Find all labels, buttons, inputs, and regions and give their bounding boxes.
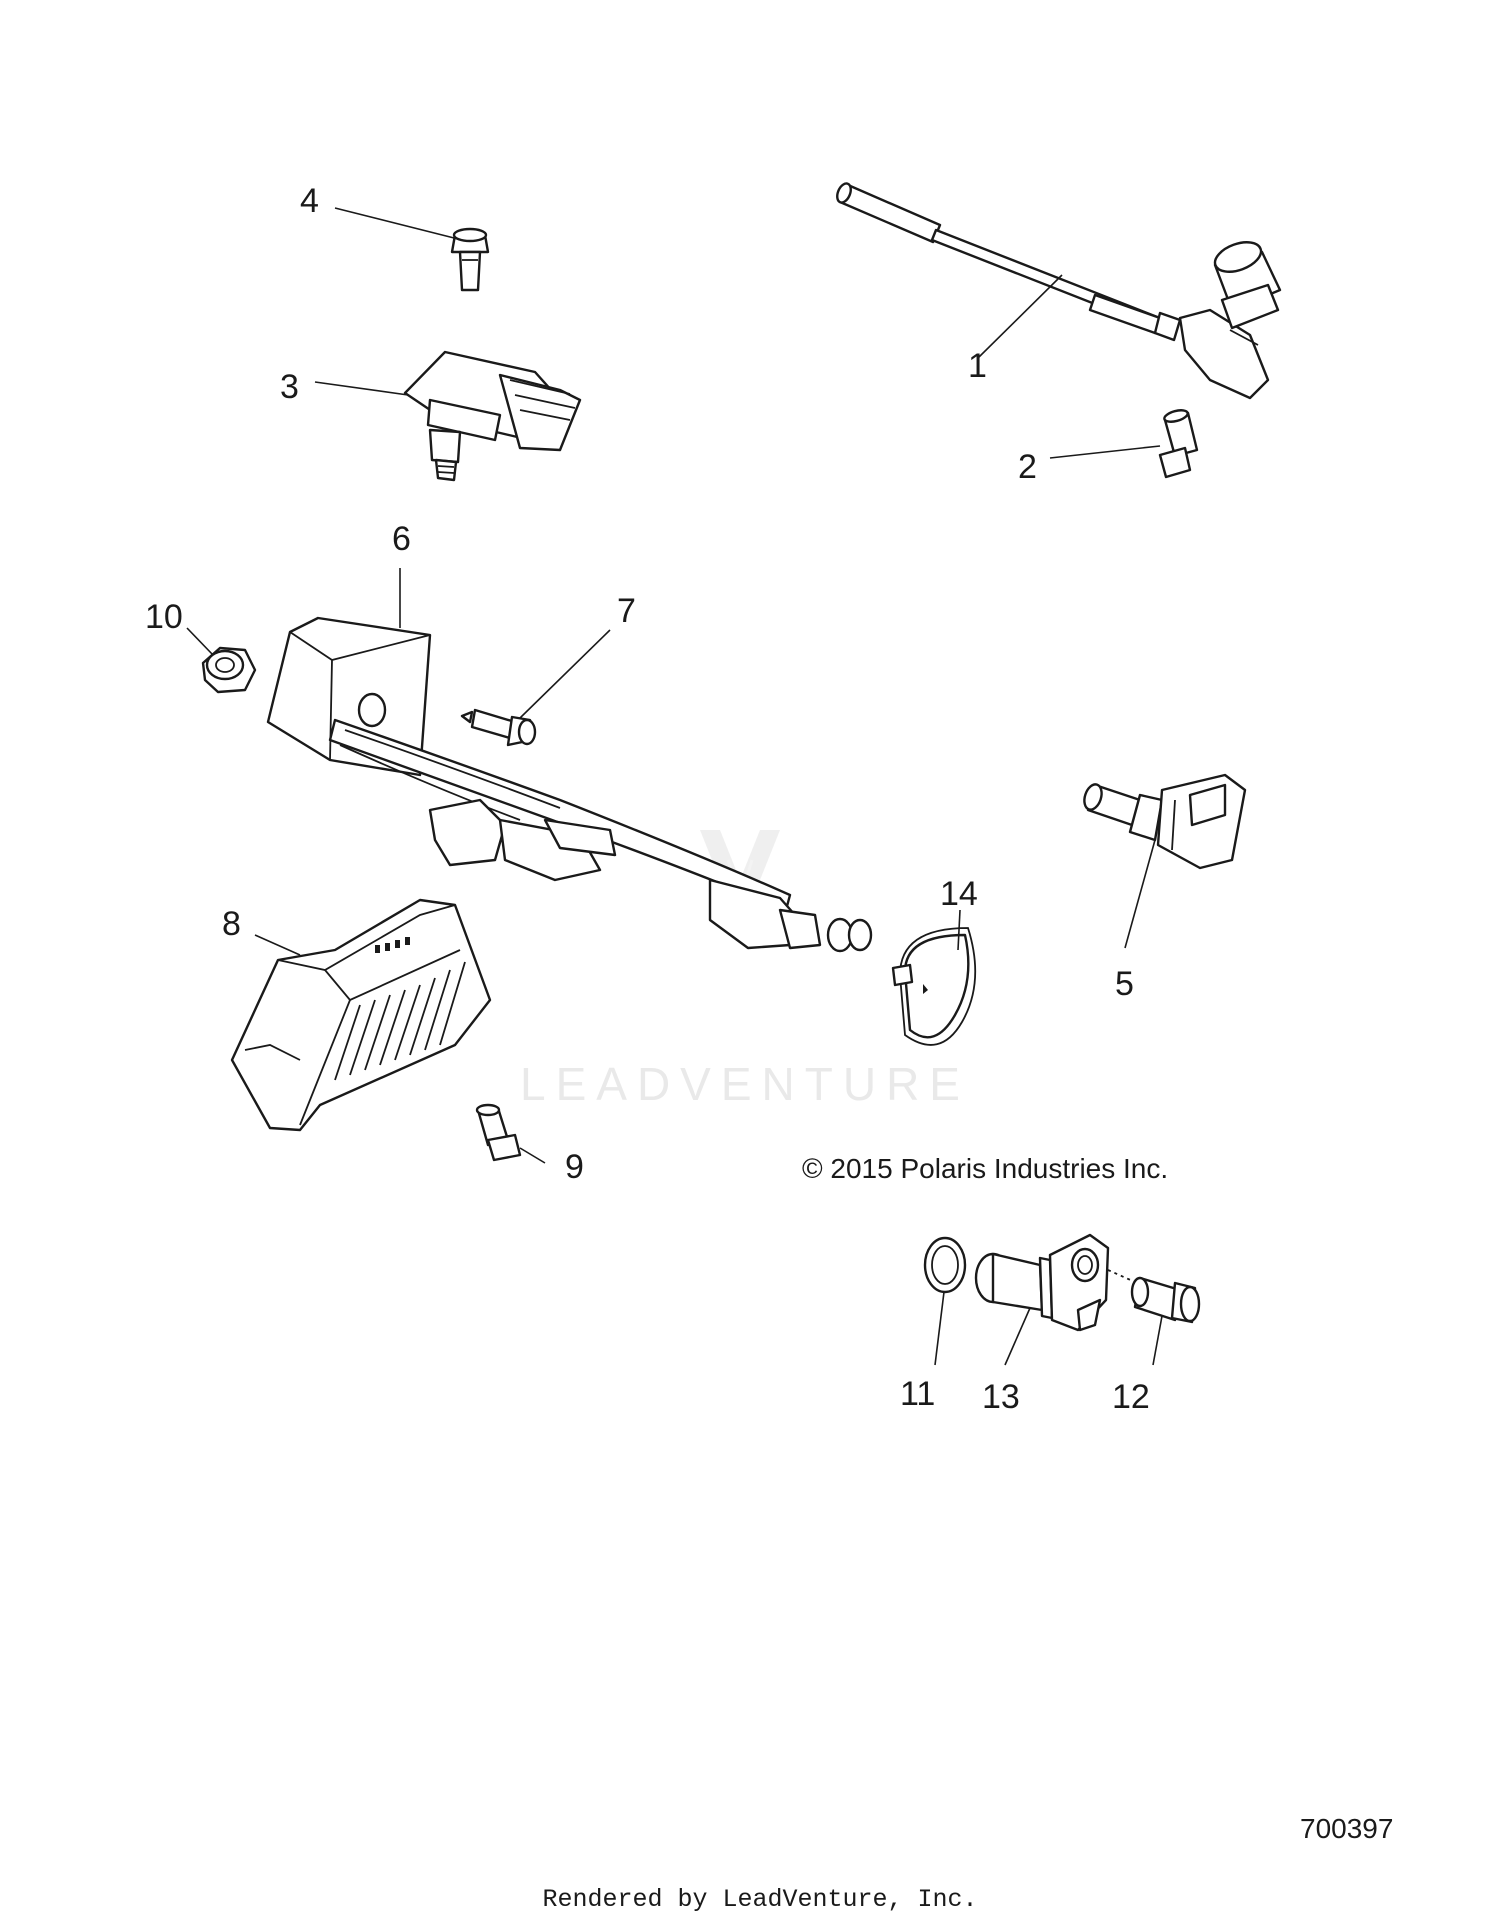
part-5-temp-sender[interactable] <box>1081 773 1247 870</box>
leader-lines <box>186 207 1163 1366</box>
part-7-screw[interactable] <box>460 708 537 747</box>
part-3-map-sensor[interactable] <box>403 350 582 482</box>
part-8-regulator[interactable] <box>230 898 492 1132</box>
callout-10: 10 <box>145 598 183 636</box>
callout-14: 14 <box>940 875 978 913</box>
callout-13: 13 <box>982 1378 1020 1416</box>
callout-12: 12 <box>1112 1378 1150 1416</box>
part-6-module-harness[interactable] <box>266 616 873 953</box>
callout-11: 11 <box>900 1375 935 1413</box>
part-14-cable-tie[interactable] <box>891 927 977 1046</box>
leadventure-watermark: LEADVENTURE <box>520 830 970 1110</box>
callout-3: 3 <box>280 368 299 406</box>
callout-7: 7 <box>617 592 636 630</box>
part-11-o-ring[interactable] <box>923 1236 967 1294</box>
callout-1: 1 <box>968 347 987 385</box>
callout-4: 4 <box>300 182 319 220</box>
callout-5: 5 <box>1115 965 1134 1003</box>
part-9-bolt[interactable] <box>475 1103 522 1162</box>
callout-8: 8 <box>222 905 241 943</box>
watermark-text: LEADVENTURE <box>520 1058 970 1110</box>
copyright-text: © 2015 Polaris Industries Inc. <box>802 1153 1168 1184</box>
part-12-bolt[interactable] <box>1107 1269 1201 1324</box>
rendered-by-text: Rendered by LeadVenture, Inc. <box>542 1885 977 1914</box>
part-10-nut[interactable] <box>201 646 257 694</box>
part-13-sensor[interactable] <box>974 1233 1110 1332</box>
part-4-bolt[interactable] <box>450 227 490 292</box>
callout-labels: 1 2 3 4 5 6 7 8 9 10 11 12 13 14 <box>145 182 1150 1416</box>
part-1-speed-sensor[interactable] <box>835 181 1282 400</box>
part-2-bolt[interactable] <box>1158 408 1199 479</box>
callout-9: 9 <box>565 1148 584 1186</box>
diagram-number: 700397 <box>1300 1813 1393 1844</box>
callout-2: 2 <box>1018 448 1037 486</box>
callout-6: 6 <box>392 520 411 558</box>
